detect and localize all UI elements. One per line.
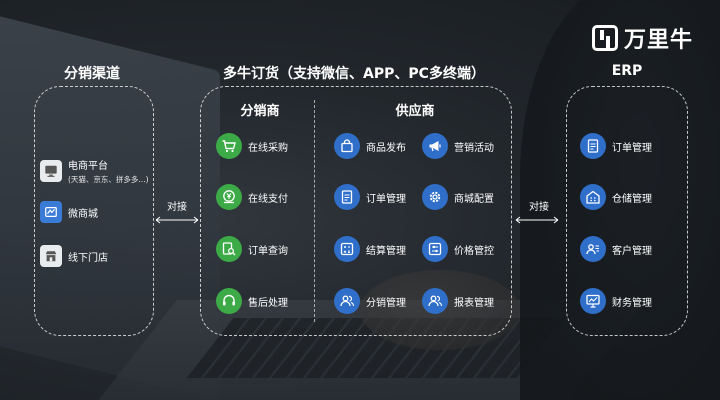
dist-item-purchase-label: 在线采购	[248, 142, 288, 154]
logo-text: 万里牛	[624, 28, 694, 53]
supp-item-order-mgmt: 订单管理	[334, 184, 406, 210]
supplier-heading: 供应商	[395, 104, 435, 119]
yen-coin-icon	[216, 184, 242, 210]
supp-item-settlement: 结算管理	[334, 236, 406, 262]
channels-heading: 分销渠道	[64, 66, 120, 82]
supp-item-store-config: 商城配置	[422, 184, 494, 210]
dist-item-aftersale: 售后处理	[216, 288, 288, 314]
erp-item-orders-label: 订单管理	[612, 142, 652, 154]
contact-card-icon	[580, 236, 606, 262]
dist-item-payment: 在线支付	[216, 184, 288, 210]
double-arrow-icon	[515, 216, 559, 224]
dist-item-purchase: 在线采购	[216, 133, 288, 159]
channel-offline-label: 线下门店	[68, 252, 108, 264]
erp-item-warehouse: 仓储管理	[580, 184, 652, 210]
double-arrow-icon	[155, 216, 199, 224]
supp-item-publish: 商品发布	[334, 133, 406, 159]
document-icon	[580, 133, 606, 159]
headset-icon	[216, 288, 242, 314]
erp-item-finance-label: 财务管理	[612, 297, 652, 309]
supp-item-reports: 报表管理	[422, 288, 494, 314]
dist-item-aftersale-label: 售后处理	[248, 297, 288, 309]
dist-item-order-query-label: 订单查询	[248, 245, 288, 257]
erp-panel	[566, 86, 688, 336]
channel-ecommerce: 电商平台 (天猫、京东、拼多多...)	[40, 157, 149, 185]
channel-ecommerce-label: 电商平台	[68, 161, 108, 172]
users-icon	[334, 288, 360, 314]
dist-item-order-query: 订单查询	[216, 236, 288, 262]
supp-item-price-control: 价格管控	[422, 236, 494, 262]
calculator-icon	[334, 236, 360, 262]
connector-right-label: 对接	[529, 202, 549, 213]
supp-item-publish-label: 商品发布	[366, 142, 406, 154]
supp-item-order-mgmt-label: 订单管理	[366, 193, 406, 205]
supp-item-distribution: 分销管理	[334, 288, 406, 314]
dist-item-payment-label: 在线支付	[248, 193, 288, 205]
erp-item-customers-label: 客户管理	[612, 245, 652, 257]
monitor-icon	[40, 160, 62, 182]
channels-panel	[34, 86, 154, 336]
erp-heading: ERP	[611, 63, 643, 79]
ordering-panel	[200, 86, 512, 336]
supp-item-settlement-label: 结算管理	[366, 245, 406, 257]
bag-icon	[334, 133, 360, 159]
cart-icon	[216, 133, 242, 159]
users-icon	[422, 288, 448, 314]
channel-microstore-label: 微商城	[68, 208, 98, 220]
logo-mark-icon	[592, 25, 618, 51]
supp-item-reports-label: 报表管理	[454, 297, 494, 309]
warehouse-icon	[580, 184, 606, 210]
chart-screen-icon	[580, 288, 606, 314]
supp-item-distribution-label: 分销管理	[366, 297, 406, 309]
ordering-heading: 多牛订货（支持微信、APP、PC多终端）	[223, 66, 485, 82]
erp-item-warehouse-label: 仓储管理	[612, 193, 652, 205]
document-icon	[334, 184, 360, 210]
distributor-heading: 分销商	[240, 104, 280, 119]
shop-icon	[40, 245, 62, 267]
person-silhouette	[520, 0, 720, 400]
erp-item-customers: 客户管理	[580, 236, 652, 262]
channel-offline: 线下门店	[40, 245, 108, 267]
connector-left-label: 对接	[167, 202, 187, 213]
search-doc-icon	[216, 236, 242, 262]
gear-icon	[422, 184, 448, 210]
erp-item-orders: 订单管理	[580, 133, 652, 159]
storefront-icon	[40, 201, 62, 223]
channel-ecommerce-note: (天猫、京东、拼多多...)	[68, 175, 149, 184]
supp-item-marketing-label: 营销活动	[454, 142, 494, 154]
brand-logo: 万里牛	[592, 22, 693, 54]
sliders-icon	[422, 236, 448, 262]
supp-item-price-control-label: 价格管控	[454, 245, 494, 257]
ordering-divider	[314, 100, 315, 322]
erp-item-finance: 财务管理	[580, 288, 652, 314]
supp-item-store-config-label: 商城配置	[454, 193, 494, 205]
megaphone-icon	[422, 133, 448, 159]
supp-item-marketing: 营销活动	[422, 133, 494, 159]
connector-left: 对接	[155, 198, 199, 224]
channel-microstore: 微商城	[40, 201, 98, 223]
connector-right: 对接	[515, 198, 563, 224]
